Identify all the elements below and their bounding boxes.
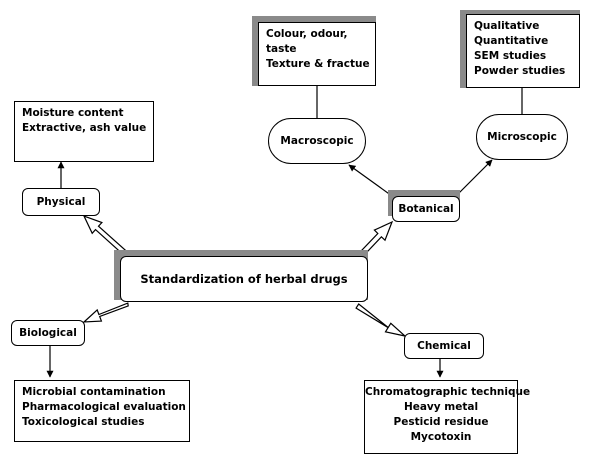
physical-label: Physical	[36, 195, 86, 208]
macroscopic-label: Macroscopic	[280, 134, 354, 147]
detail-line: taste	[266, 43, 297, 55]
detail-line: Moisture content	[22, 107, 124, 119]
arrow-to-biological	[82, 302, 129, 323]
detail-line: Microbial contamination	[22, 386, 166, 398]
biological-node: Biological	[11, 320, 85, 346]
detail-line: Extractive, ash value	[22, 122, 147, 134]
microscopic-details-box: Qualitative Quantitative SEM studies Pow…	[466, 14, 580, 88]
physical-details-box: Moisture content Extractive, ash value	[14, 101, 154, 162]
detail-line: Texture & fractue	[266, 58, 370, 70]
macroscopic-node: Macroscopic	[268, 118, 366, 164]
macroscopic-details-box: Colour, odour, taste Texture & fractue	[258, 22, 376, 86]
physical-node: Physical	[22, 188, 100, 216]
detail-line: Colour, odour,	[266, 28, 348, 40]
microscopic-node: Microscopic	[476, 114, 568, 160]
detail-line: Quantitative	[474, 35, 549, 47]
detail-line: Chromatographic technique	[365, 386, 531, 398]
botanical-label: Botanical	[398, 202, 454, 215]
microscopic-label: Microscopic	[487, 130, 557, 143]
detail-line: Qualitative	[474, 20, 540, 32]
biological-details-box: Microbial contamination Pharmacological …	[14, 380, 190, 442]
detail-line: Toxicological studies	[22, 416, 145, 428]
biological-label: Biological	[19, 326, 77, 339]
biological-details-text: Microbial contamination Pharmacological …	[15, 381, 189, 430]
detail-line: Mycotoxin	[410, 431, 472, 443]
chemical-node: Chemical	[404, 333, 484, 359]
detail-line: Pharmacological evaluation	[22, 401, 186, 413]
botanical-to-macroscopic-line	[348, 164, 393, 197]
detail-line: Powder studies	[474, 65, 566, 77]
central-node: Standardization of herbal drugs	[120, 256, 368, 302]
microscopic-details-text: Qualitative Quantitative SEM studies Pow…	[467, 15, 579, 79]
chemical-label: Chemical	[417, 339, 471, 352]
macroscopic-details-text: Colour, odour, taste Texture & fractue	[259, 23, 375, 72]
arrow-to-chemical	[355, 303, 408, 338]
physical-details-text: Moisture content Extractive, ash value	[15, 102, 153, 136]
detail-line: Heavy metal	[403, 401, 479, 413]
central-label: Standardization of herbal drugs	[140, 271, 348, 286]
chemical-details-text: Chromatographic technique Heavy metal Pe…	[365, 381, 531, 445]
botanical-node: Botanical	[392, 196, 460, 222]
botanical-to-microscopic-line	[455, 159, 493, 197]
detail-line: Pesticid residue	[393, 416, 489, 428]
chemical-details-box: Chromatographic technique Heavy metal Pe…	[364, 380, 531, 454]
detail-line: SEM studies	[474, 50, 547, 62]
arrow-to-physical	[82, 214, 130, 258]
